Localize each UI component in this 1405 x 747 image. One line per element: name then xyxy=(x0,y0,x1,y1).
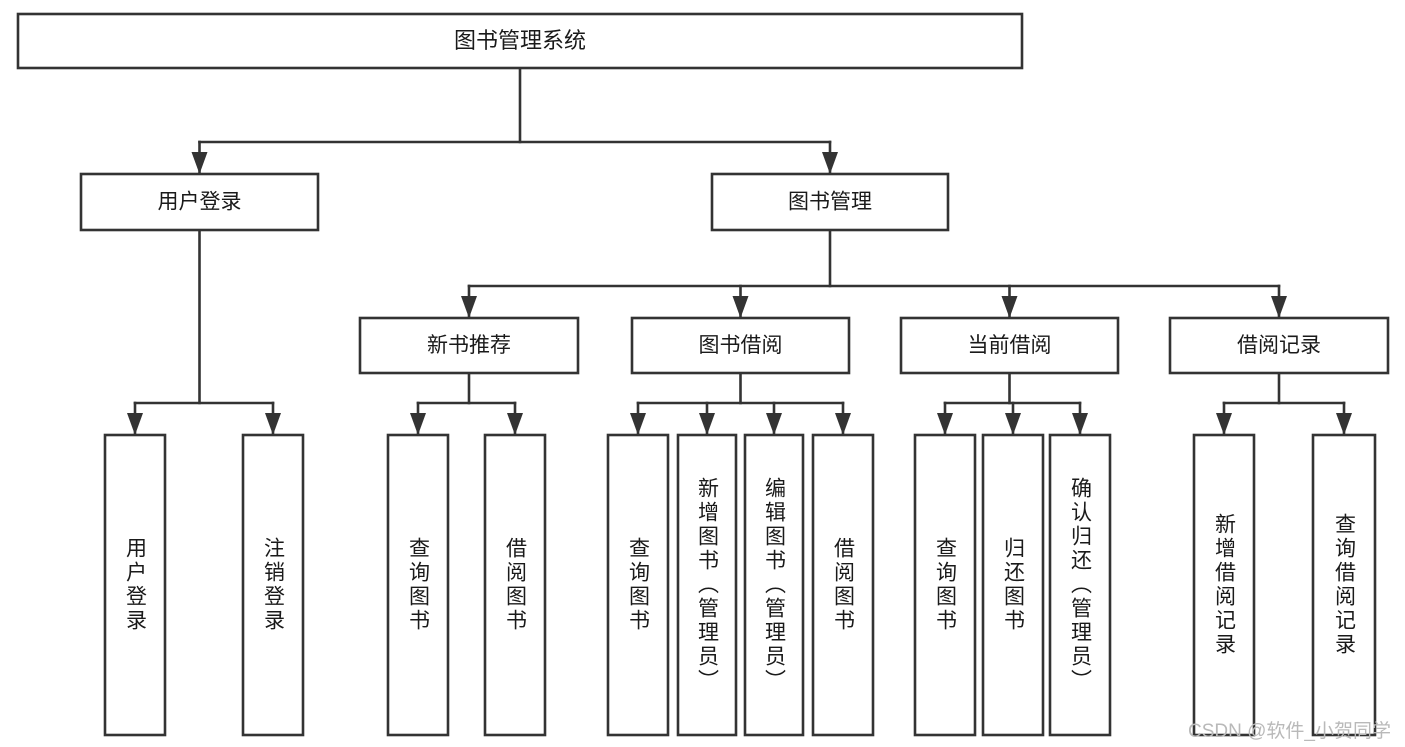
node-box-leaf-logout xyxy=(241,433,305,737)
arrow-head-icon xyxy=(1216,413,1232,435)
node-box-leaf-query-book-a xyxy=(386,433,450,737)
arrow-head-icon xyxy=(630,413,646,435)
arrow-head-icon xyxy=(127,413,143,435)
arrow-head-icon xyxy=(191,152,208,174)
node-box-root xyxy=(16,12,1024,70)
node-label-root: 图书管理系统 xyxy=(454,28,586,53)
node-label-current-borrow: 当前借阅 xyxy=(968,334,1052,357)
arrow-head-icon xyxy=(410,413,426,435)
node-box-leaf-return-book xyxy=(981,433,1045,737)
arrow-head-icon xyxy=(1072,413,1088,435)
node-box-leaf-query-book-b xyxy=(606,433,670,737)
arrow-head-icon xyxy=(461,296,477,318)
node-box-leaf-confirm-return xyxy=(1048,433,1112,737)
arrow-head-icon xyxy=(835,413,851,435)
node-box-book-borrow xyxy=(630,316,851,375)
arrow-head-icon xyxy=(507,413,523,435)
node-box-leaf-borrow-book-a xyxy=(483,433,547,737)
node-box-leaf-query-book-c xyxy=(913,433,977,737)
node-box-leaf-user-login xyxy=(103,433,167,737)
node-label-book-borrow: 图书借阅 xyxy=(699,334,783,357)
node-box-new-book-rec xyxy=(358,316,580,375)
edge-layer xyxy=(127,66,1352,436)
node-box-leaf-add-book xyxy=(676,433,738,737)
arrow-head-icon xyxy=(699,413,715,435)
node-box-book-manage xyxy=(710,172,950,232)
node-label-new-book-rec: 新书推荐 xyxy=(427,334,511,357)
arrow-head-icon xyxy=(937,413,953,435)
node-label-borrow-record: 借阅记录 xyxy=(1237,334,1321,357)
node-box-layer xyxy=(16,12,1390,737)
node-box-current-borrow xyxy=(899,316,1120,375)
node-box-leaf-query-record xyxy=(1311,433,1377,737)
node-box-borrow-record xyxy=(1168,316,1390,375)
arrow-head-icon xyxy=(822,152,838,174)
node-label-user-login: 用户登录 xyxy=(158,191,242,214)
arrow-head-icon xyxy=(1271,296,1287,318)
node-box-user-login xyxy=(79,172,320,232)
node-box-leaf-edit-book xyxy=(743,433,805,737)
node-box-leaf-borrow-book-b xyxy=(811,433,875,737)
arrow-head-icon xyxy=(1001,296,1018,318)
arrow-head-icon xyxy=(732,296,749,318)
arrow-head-icon xyxy=(1005,413,1021,435)
arrow-head-icon xyxy=(766,413,782,435)
arrow-head-icon xyxy=(1336,413,1352,435)
node-box-leaf-add-record xyxy=(1192,433,1256,737)
arrow-head-icon xyxy=(265,413,281,435)
node-label-book-manage: 图书管理 xyxy=(788,191,872,214)
